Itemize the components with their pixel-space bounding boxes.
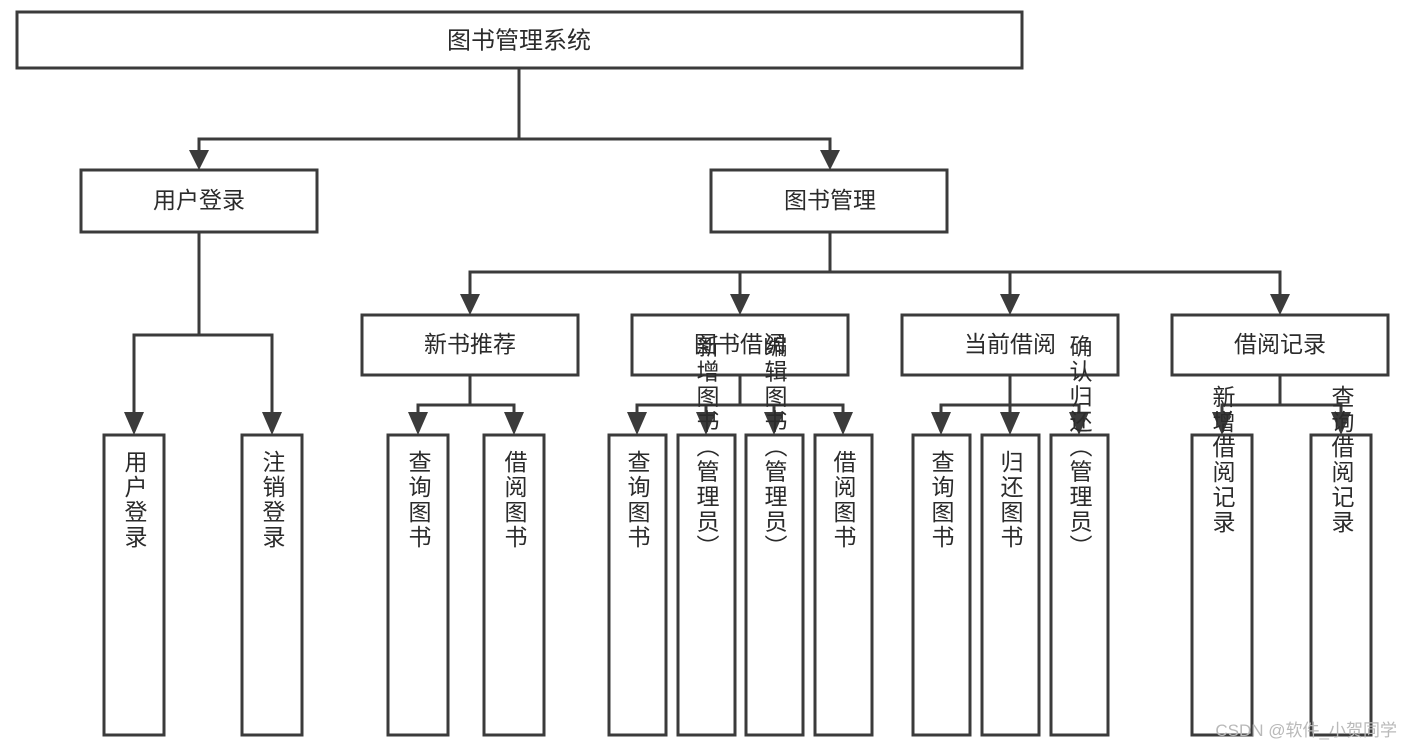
node-current-borrow[interactable]: 当前借阅 bbox=[900, 313, 1120, 377]
arrow-head-icon bbox=[730, 294, 750, 315]
node-book-borrow[interactable]: 图书借阅 bbox=[630, 313, 850, 377]
leaf-label: 新增借阅记录 bbox=[1209, 385, 1236, 535]
arrow-head-icon bbox=[1331, 412, 1351, 435]
node-user-login-label: 用户登录 bbox=[153, 187, 245, 213]
leaf-book-borrow-3[interactable]: 借阅图书 bbox=[813, 433, 874, 737]
leaf-label: 用户登录 bbox=[121, 450, 148, 550]
leaf-box[interactable] bbox=[676, 433, 737, 737]
leaf-box[interactable] bbox=[980, 433, 1041, 737]
node-borrow-record[interactable]: 借阅记录 bbox=[1170, 313, 1390, 377]
leaf-borrow-record-0[interactable]: 新增借阅记录 bbox=[1190, 385, 1254, 737]
leaf-current-borrow-1[interactable]: 归还图书 bbox=[980, 433, 1041, 737]
node-book-management-label: 图书管理 bbox=[784, 187, 876, 213]
arrow-head-icon bbox=[931, 412, 951, 435]
arrow-head-icon bbox=[1000, 412, 1020, 435]
leaf-book-borrow-2[interactable]: 编辑图书（管理员） bbox=[744, 335, 805, 737]
leaf-new-book-recommend-0[interactable]: 查询图书 bbox=[386, 433, 450, 737]
leaf-box[interactable] bbox=[102, 433, 166, 737]
leaf-label: 查询图书 bbox=[405, 450, 432, 550]
connector-root-to-level2 bbox=[189, 66, 840, 170]
leaf-label: 查询图书 bbox=[624, 450, 651, 550]
node-book-management-box[interactable] bbox=[709, 168, 949, 234]
leaf-label: 借阅图书 bbox=[501, 450, 528, 550]
leaf-current-borrow-2[interactable]: 确认归还（管理员） bbox=[1049, 335, 1110, 737]
arrow-head-icon bbox=[1069, 412, 1089, 435]
node-borrow-record-box[interactable] bbox=[1170, 313, 1390, 377]
leaf-box[interactable] bbox=[911, 433, 972, 737]
leaf-box[interactable] bbox=[813, 433, 874, 737]
leaf-label: 新增图书（管理员） bbox=[693, 335, 720, 560]
node-user-login-box[interactable] bbox=[79, 168, 319, 234]
arrow-head-icon bbox=[764, 412, 784, 435]
leaf-box[interactable] bbox=[482, 433, 546, 737]
arrow-head-icon bbox=[460, 294, 480, 315]
leaf-new-book-recommend-1[interactable]: 借阅图书 bbox=[482, 433, 546, 737]
arrow-head-icon bbox=[189, 150, 209, 170]
arrow-head-icon bbox=[696, 412, 716, 435]
arrow-head-icon bbox=[1212, 412, 1232, 435]
leaf-user-login-0[interactable]: 用户登录 bbox=[102, 433, 166, 737]
node-new-book-recommend-label: 新书推荐 bbox=[424, 331, 516, 357]
leaf-user-login-1[interactable]: 注销登录 bbox=[240, 433, 304, 737]
node-user-login[interactable]: 用户登录 bbox=[79, 168, 319, 234]
arrow-head-icon bbox=[627, 412, 647, 435]
leaf-label: 查询图书 bbox=[928, 450, 955, 550]
leaf-book-borrow-0[interactable]: 查询图书 bbox=[607, 433, 668, 737]
arrow-head-icon bbox=[820, 150, 840, 170]
leaf-book-borrow-1[interactable]: 新增图书（管理员） bbox=[676, 335, 737, 737]
leaf-label: 借阅图书 bbox=[830, 450, 857, 550]
connector-bookmgmt-to-level3 bbox=[460, 230, 1290, 315]
node-root[interactable]: 图书管理系统 bbox=[15, 10, 1024, 70]
arrow-head-icon bbox=[124, 412, 144, 435]
leaf-box[interactable] bbox=[1190, 433, 1254, 737]
leaf-current-borrow-0[interactable]: 查询图书 bbox=[911, 433, 972, 737]
arrow-head-icon bbox=[262, 412, 282, 435]
leaf-label: 确认归还（管理员） bbox=[1066, 335, 1093, 560]
arrow-head-icon bbox=[408, 412, 428, 435]
connector-borrowrecord-to-leaves bbox=[1212, 373, 1351, 435]
connector-userlogin-to-leaves bbox=[124, 230, 282, 435]
leaf-box[interactable] bbox=[240, 433, 304, 737]
node-current-borrow-box[interactable] bbox=[900, 313, 1120, 377]
watermark-text: CSDN @软件_小贺同学 bbox=[1215, 721, 1397, 740]
leaf-label: 查询借阅记录 bbox=[1328, 385, 1355, 535]
connector-newbook-to-leaves bbox=[408, 373, 524, 435]
connector-currentborrow-to-leaves bbox=[931, 373, 1089, 435]
node-book-borrow-label: 图书借阅 bbox=[694, 331, 786, 357]
arrow-head-icon bbox=[1270, 294, 1290, 315]
leaf-box[interactable] bbox=[386, 433, 450, 737]
leaf-box[interactable] bbox=[1049, 433, 1110, 737]
node-book-management[interactable]: 图书管理 bbox=[709, 168, 949, 234]
leaf-borrow-record-1[interactable]: 查询借阅记录 bbox=[1309, 385, 1373, 737]
node-root-label: 图书管理系统 bbox=[447, 27, 591, 54]
leaf-box[interactable] bbox=[1309, 433, 1373, 737]
node-book-borrow-box[interactable] bbox=[630, 313, 850, 377]
leaf-box[interactable] bbox=[744, 433, 805, 737]
node-new-book-recommend[interactable]: 新书推荐 bbox=[360, 313, 580, 377]
node-current-borrow-label: 当前借阅 bbox=[964, 331, 1056, 357]
leaf-label: 编辑图书（管理员） bbox=[761, 335, 788, 560]
node-new-book-recommend-box[interactable] bbox=[360, 313, 580, 377]
arrow-head-icon bbox=[504, 412, 524, 435]
leaf-box[interactable] bbox=[607, 433, 668, 737]
arrow-head-icon bbox=[1000, 294, 1020, 315]
node-borrow-record-label: 借阅记录 bbox=[1234, 331, 1326, 357]
arrow-head-icon bbox=[833, 412, 853, 435]
leaf-label: 归还图书 bbox=[997, 450, 1024, 550]
leaf-label: 注销登录 bbox=[259, 450, 286, 550]
connector-bookborrow-to-leaves bbox=[627, 373, 853, 435]
node-root-box[interactable] bbox=[15, 10, 1024, 70]
